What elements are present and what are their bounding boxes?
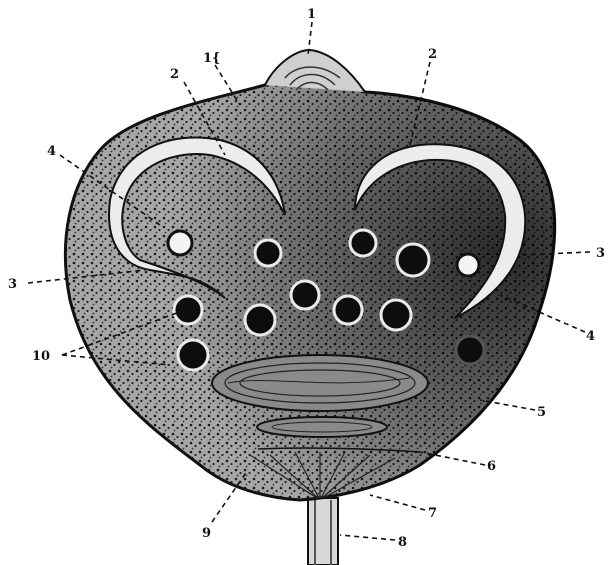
label-5: 5 bbox=[537, 405, 546, 420]
label-10: 10 bbox=[32, 349, 50, 364]
label-6: 6 bbox=[487, 459, 496, 474]
apical-knob bbox=[265, 50, 365, 92]
label-4-left: 4 bbox=[47, 144, 56, 159]
label-2-right: 2 bbox=[428, 47, 437, 62]
label-7: 7 bbox=[428, 506, 437, 521]
label-1-top: 1 bbox=[307, 7, 316, 22]
label-1-secondary: 1{ bbox=[203, 51, 220, 66]
label-4-right: 4 bbox=[586, 329, 595, 344]
label-9: 9 bbox=[202, 526, 211, 541]
stalk bbox=[308, 498, 338, 565]
label-2-left: 2 bbox=[170, 67, 179, 82]
label-3-left: 3 bbox=[8, 277, 17, 292]
label-3-right: 3 bbox=[596, 246, 605, 261]
label-8: 8 bbox=[398, 535, 407, 550]
